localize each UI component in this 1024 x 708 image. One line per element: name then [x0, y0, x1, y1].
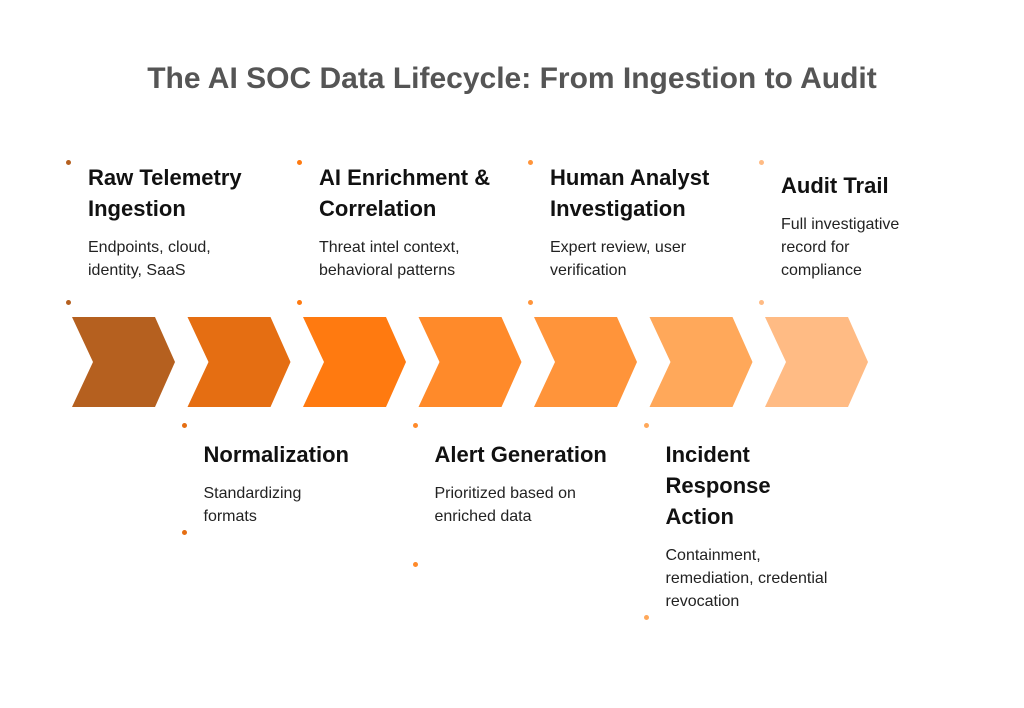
step-description: Containment, remediation, credential rev…	[665, 547, 828, 610]
timeline-dot	[181, 423, 187, 428]
step-title: Audit Trail	[781, 173, 889, 198]
step-description: Standardizing formats	[203, 485, 302, 525]
timeline-dot	[66, 300, 71, 305]
timeline-dot	[643, 423, 649, 428]
timeline-dot	[297, 300, 302, 305]
step-title: Raw Telemetry Ingestion	[88, 165, 242, 221]
chevron-step-6	[649, 317, 753, 407]
step-description: Threat intel context, behavioral pattern…	[319, 239, 460, 279]
step-title: AI Enrichment & Correlation	[319, 165, 491, 221]
timeline-dot	[412, 562, 418, 567]
timeline-dot	[412, 423, 418, 428]
timeline-dot	[759, 300, 764, 305]
step-description: Endpoints, cloud, identity, SaaS	[88, 239, 211, 279]
timeline-dot	[297, 160, 302, 165]
step-description: Expert review, user verification	[550, 239, 687, 279]
chevron-step-1	[72, 317, 175, 407]
step-title: Normalization	[203, 442, 349, 467]
chevron-step-2	[187, 317, 291, 407]
timeline-dot	[181, 530, 187, 535]
step-description: Prioritized based on enriched data	[434, 485, 576, 525]
chevron-step-4	[418, 317, 522, 407]
chevron-step-7	[765, 317, 868, 407]
chevron-step-5	[534, 317, 637, 407]
step-description: Full investigative record for compliance	[781, 216, 900, 279]
timeline-dot	[759, 160, 764, 165]
step-title: Alert Generation	[434, 442, 607, 467]
chevron-step-3	[303, 317, 406, 407]
diagram-title: The AI SOC Data Lifecycle: From Ingestio…	[147, 62, 877, 95]
step-title: Human Analyst Investigation	[550, 165, 710, 221]
step-title: Incident Response Action	[665, 442, 771, 529]
timeline-dot	[528, 160, 533, 165]
timeline-dot	[66, 160, 71, 165]
timeline-dot	[643, 615, 649, 620]
timeline-dot	[528, 300, 533, 305]
